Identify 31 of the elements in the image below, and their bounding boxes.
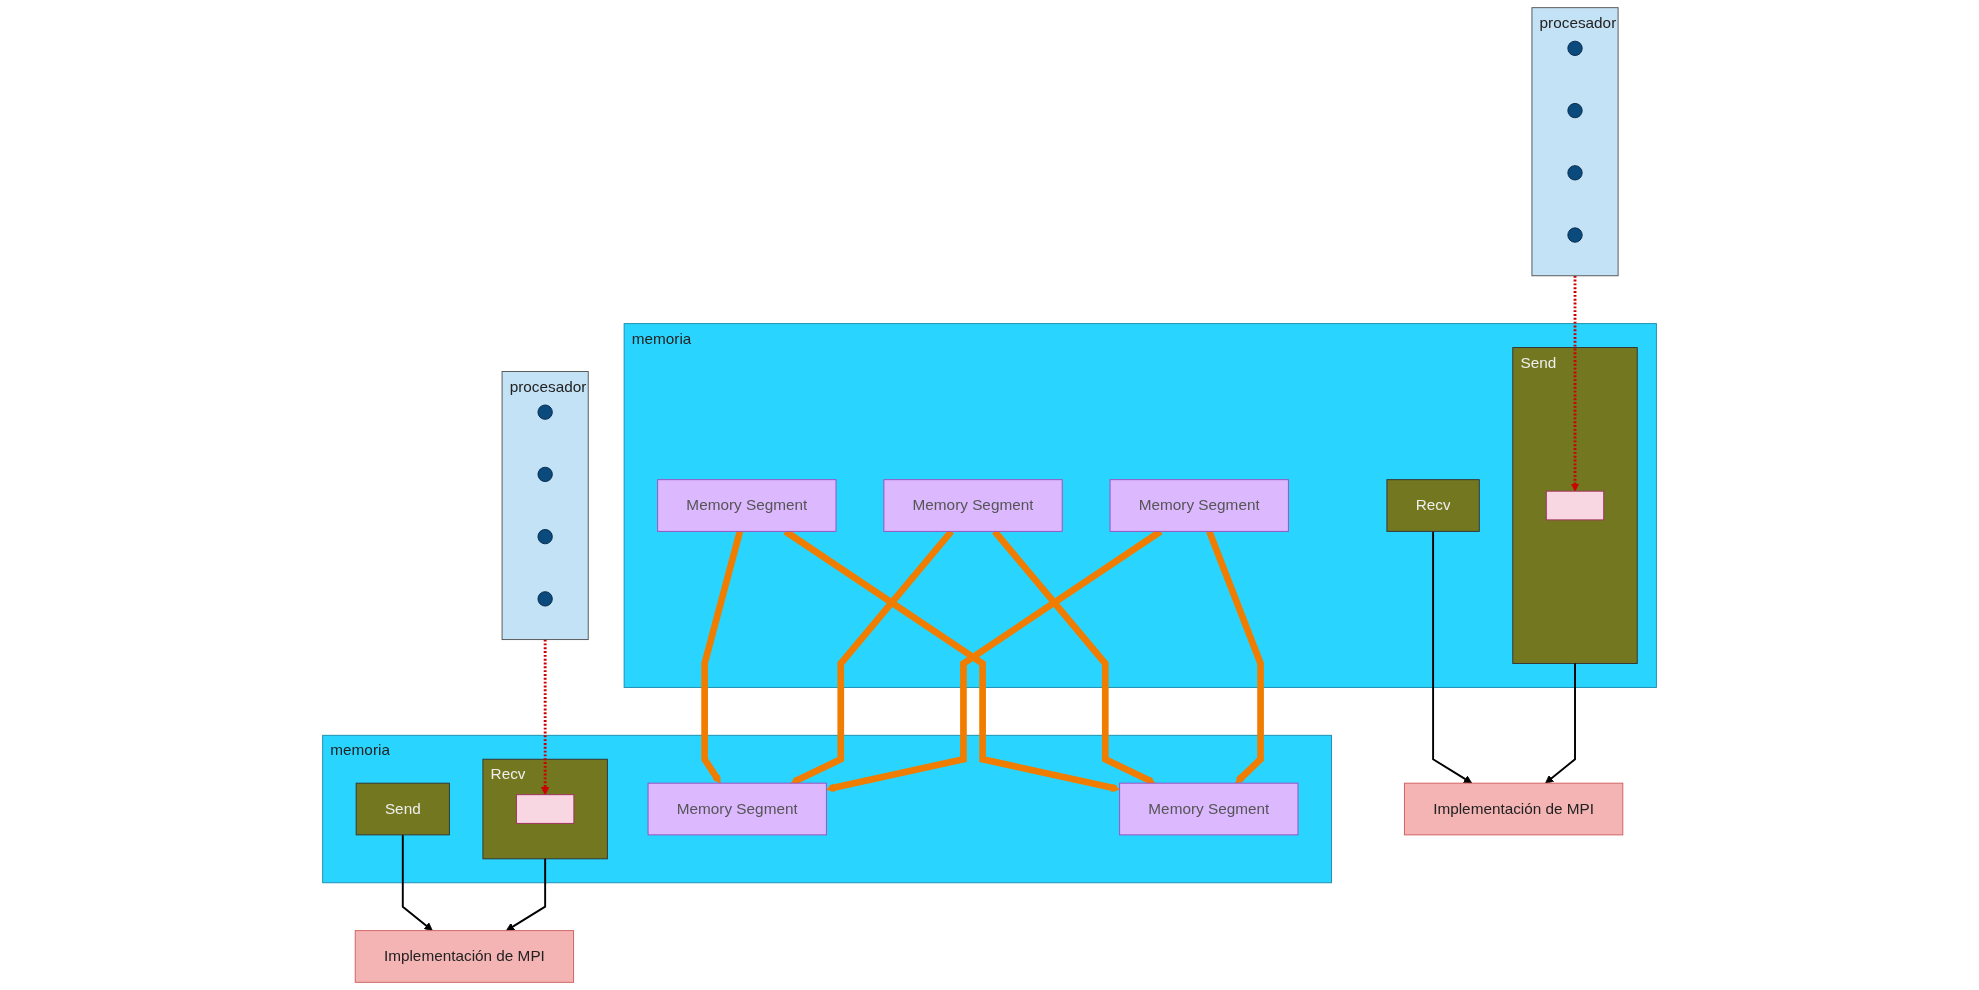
cluster: Recv — [482, 758, 608, 860]
node-circle — [537, 404, 553, 420]
arrow — [1570, 275, 1580, 492]
cluster: procesador — [501, 371, 589, 641]
node-circle — [537, 466, 553, 483]
node-box — [515, 794, 575, 824]
cluster: procesador — [1531, 7, 1619, 277]
node-box: Implementación de MPI — [354, 930, 575, 983]
node-box: Recv — [1386, 479, 1480, 532]
node-box — [1545, 490, 1605, 521]
arrow — [1545, 662, 1576, 784]
arrow — [401, 833, 433, 931]
arrow — [1206, 530, 1264, 784]
node-circle — [1567, 227, 1583, 243]
node-box: Send — [355, 782, 450, 836]
arrow — [1432, 530, 1473, 784]
node-box: Memory Segment — [647, 782, 827, 836]
arrow — [540, 639, 550, 796]
node-circle — [1567, 165, 1583, 181]
node-box: Memory Segment — [657, 479, 837, 532]
node-box: Memory Segment — [1119, 782, 1299, 836]
cluster: Send — [1512, 347, 1638, 664]
arrow — [505, 857, 547, 931]
node-circle — [537, 529, 553, 545]
node-circle — [1567, 102, 1583, 119]
node-box: Memory Segment — [1109, 479, 1289, 532]
node-circle — [1567, 40, 1583, 56]
node-box: Memory Segment — [883, 479, 1063, 532]
node-circle — [537, 591, 553, 607]
arrow — [701, 530, 744, 784]
node-box: Implementación de MPI — [1403, 782, 1624, 836]
